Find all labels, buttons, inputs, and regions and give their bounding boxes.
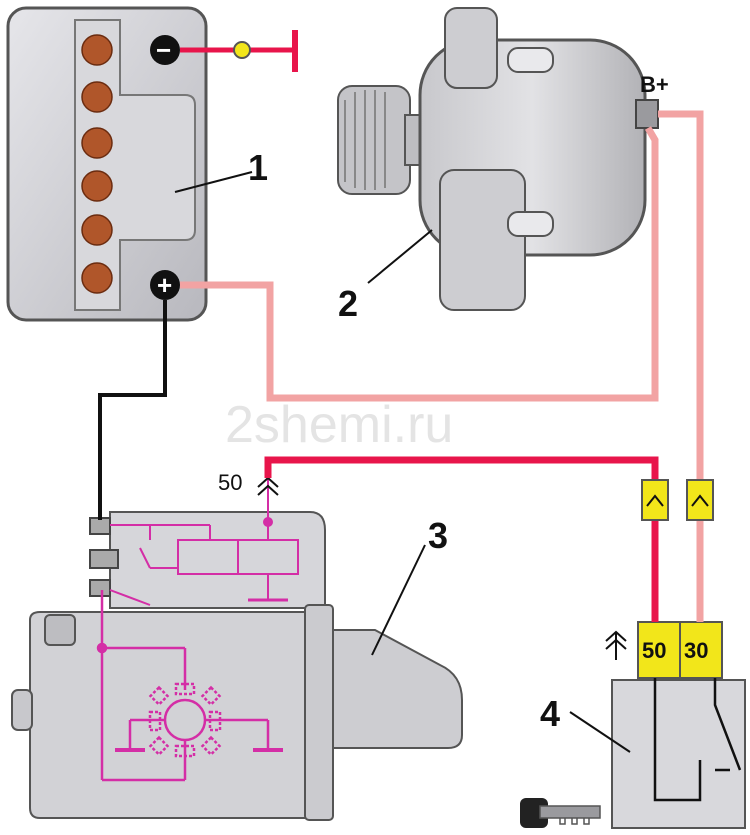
ground-icon bbox=[180, 30, 298, 72]
wire-starter-50-to-ignition-50 bbox=[264, 456, 659, 622]
callout-3: 3 bbox=[428, 515, 448, 556]
negative-symbol: − bbox=[156, 35, 171, 65]
watermark: 2shemi.ru bbox=[225, 396, 453, 454]
inline-connector-red bbox=[641, 479, 669, 521]
motor-circuit bbox=[96, 590, 283, 782]
terminal-30-label: 30 bbox=[684, 638, 708, 663]
battery: − + bbox=[6, 6, 208, 322]
alternator: B+ bbox=[337, 7, 669, 311]
positive-symbol: + bbox=[157, 270, 172, 300]
ignition-switch: 50 30 bbox=[605, 621, 746, 829]
callout-line-1 bbox=[174, 171, 253, 193]
inline-connector-pink bbox=[686, 479, 714, 521]
wire-alternator-to-ignition-30 bbox=[658, 110, 704, 622]
callout-line-4 bbox=[569, 711, 631, 753]
connector-icon bbox=[605, 630, 627, 660]
battery-cell-icon bbox=[81, 34, 113, 294]
terminal-50-label: 50 bbox=[642, 638, 666, 663]
output-terminal-label: B+ bbox=[640, 72, 669, 97]
key-icon bbox=[520, 798, 601, 828]
callout-4: 4 bbox=[540, 693, 560, 734]
starter-terminal-label: 50 bbox=[218, 470, 242, 495]
wire-battery-to-alternator bbox=[180, 126, 659, 402]
callout-2: 2 bbox=[338, 283, 358, 324]
switch-contacts bbox=[653, 678, 742, 802]
starter-motor: 50 bbox=[11, 470, 463, 821]
battery-negative-terminal: − bbox=[150, 35, 180, 65]
callout-1: 1 bbox=[248, 147, 268, 188]
wire-battery-to-starter bbox=[98, 300, 167, 520]
callout-line-2 bbox=[367, 229, 433, 284]
battery-positive-terminal: + bbox=[150, 270, 180, 300]
solenoid-circuit bbox=[109, 478, 299, 606]
callout-line-3 bbox=[371, 544, 426, 656]
